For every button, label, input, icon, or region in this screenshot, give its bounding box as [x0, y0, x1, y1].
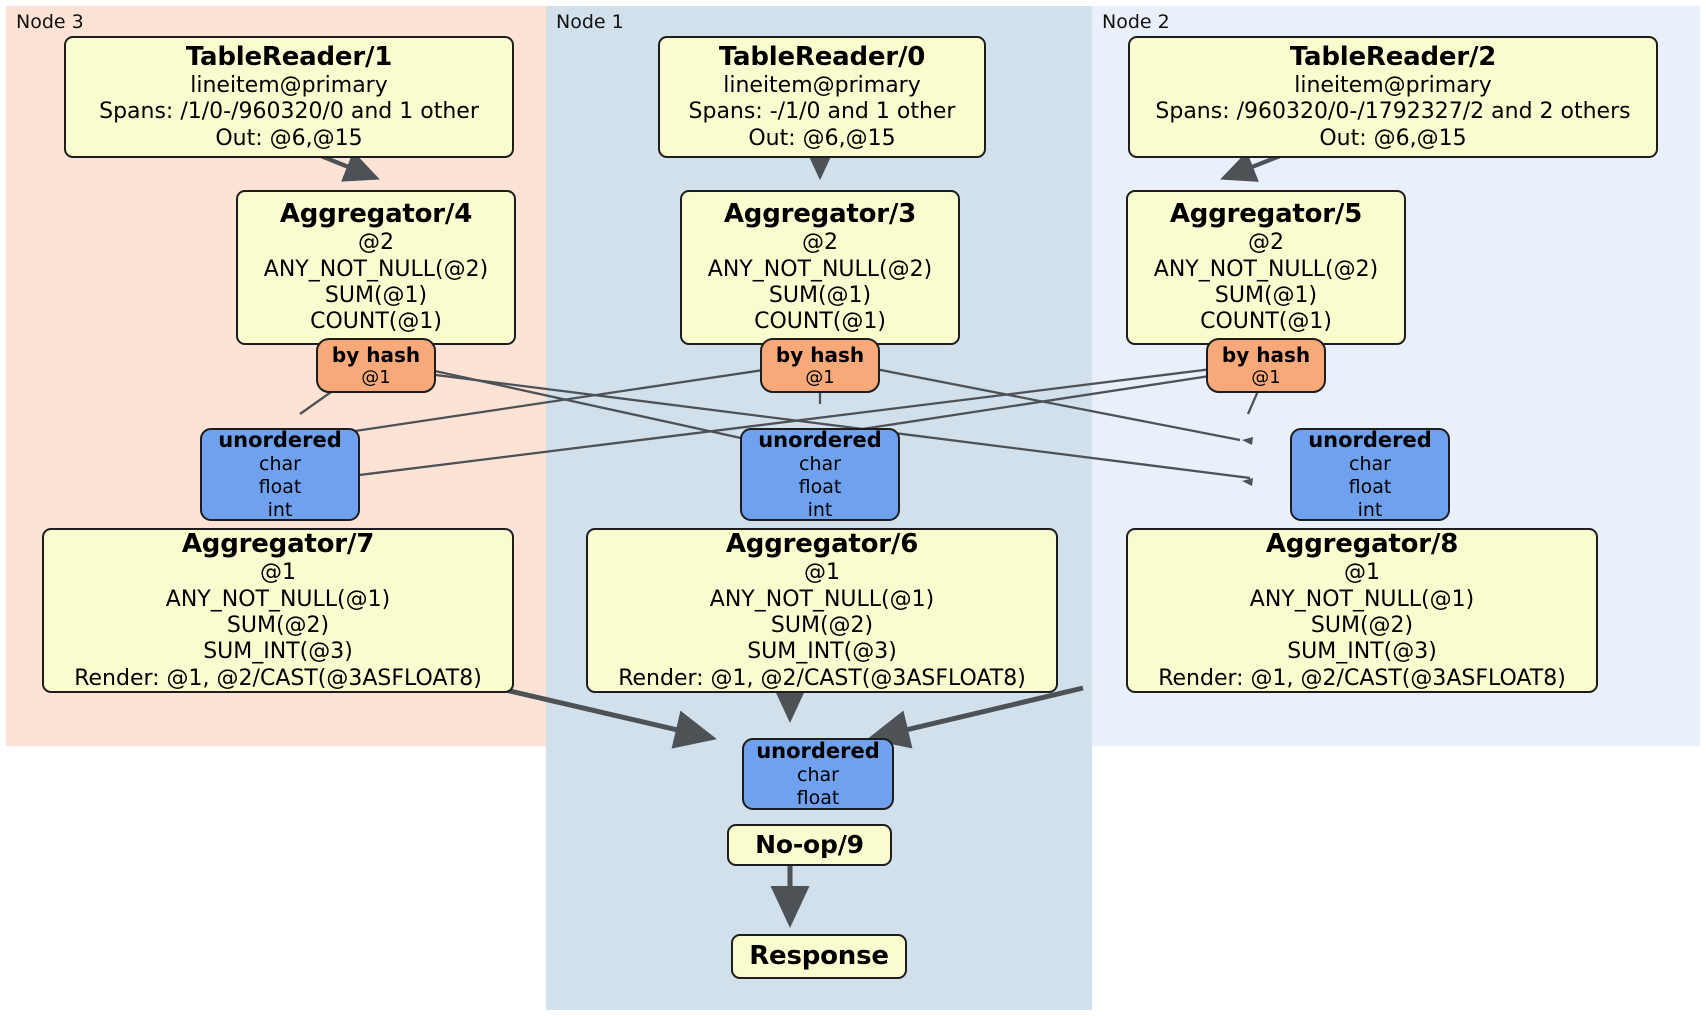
- node-detail: ANY_NOT_NULL(@1): [709, 586, 935, 612]
- synchronizer-detail: int: [807, 498, 833, 521]
- node-title: Aggregator/7: [181, 528, 375, 559]
- node-detail: SUM(@2): [1310, 612, 1414, 638]
- node-detail: Spans: -/1/0 and 1 other: [688, 99, 956, 125]
- node-detail: Out: @6,@15: [1319, 125, 1467, 151]
- router-title: by hash: [1221, 342, 1311, 367]
- node-detail: COUNT(@1): [1200, 309, 1332, 335]
- panel-node-2-label: Node 2: [1102, 11, 1170, 33]
- node-detail: @1: [1344, 560, 1380, 586]
- node-aggregator-6[interactable]: Aggregator/6 @1 ANY_NOT_NULL(@1) SUM(@2)…: [586, 528, 1058, 693]
- router-by-hash-middle[interactable]: by hash @1: [760, 338, 880, 393]
- synchronizer-detail: char: [797, 763, 839, 786]
- node-detail: SUM(@1): [324, 283, 428, 309]
- node-detail: @2: [358, 230, 394, 256]
- node-response[interactable]: Response: [731, 934, 907, 979]
- node-title: TableReader/0: [718, 41, 926, 72]
- node-aggregator-5[interactable]: Aggregator/5 @2 ANY_NOT_NULL(@2) SUM(@1)…: [1126, 190, 1406, 345]
- node-detail: lineitem@primary: [723, 73, 921, 99]
- node-detail: Out: @6,@15: [215, 125, 363, 151]
- node-detail: SUM(@1): [1214, 283, 1318, 309]
- node-table-reader-0[interactable]: TableReader/0 lineitem@primary Spans: -/…: [658, 36, 986, 158]
- node-detail: @1: [260, 560, 296, 586]
- router-by-hash-right[interactable]: by hash @1: [1206, 338, 1326, 393]
- synchronizer-detail: char: [799, 452, 841, 475]
- node-detail: lineitem@primary: [190, 73, 388, 99]
- node-detail: SUM(@2): [226, 612, 330, 638]
- node-detail: @2: [1248, 230, 1284, 256]
- node-no-op-9[interactable]: No-op/9: [727, 824, 892, 866]
- node-detail: ANY_NOT_NULL(@2): [1153, 256, 1379, 282]
- node-title: Aggregator/8: [1265, 528, 1459, 559]
- node-detail: Render: @1, @2/CAST(@3ASFLOAT8): [1158, 665, 1566, 691]
- node-aggregator-4[interactable]: Aggregator/4 @2 ANY_NOT_NULL(@2) SUM(@1)…: [236, 190, 516, 345]
- router-title: by hash: [775, 342, 865, 367]
- synchronizer-detail: char: [1349, 452, 1391, 475]
- node-title: Aggregator/4: [279, 199, 473, 230]
- synchronizer-detail: float: [796, 786, 840, 809]
- node-detail: Render: @1, @2/CAST(@3ASFLOAT8): [74, 665, 482, 691]
- synchronizer-detail: float: [1348, 475, 1392, 498]
- node-title: Aggregator/6: [725, 528, 919, 559]
- node-detail: Render: @1, @2/CAST(@3ASFLOAT8): [618, 665, 1026, 691]
- synchronizer-detail: int: [267, 498, 293, 521]
- synchronizer-title: unordered: [1308, 427, 1432, 452]
- synchronizer-detail: int: [1357, 498, 1383, 521]
- synchronizer-title: unordered: [218, 427, 342, 452]
- synchronizer-detail: float: [798, 475, 842, 498]
- node-aggregator-3[interactable]: Aggregator/3 @2 ANY_NOT_NULL(@2) SUM(@1)…: [680, 190, 960, 345]
- node-detail: lineitem@primary: [1294, 73, 1492, 99]
- panel-node-3-label: Node 3: [16, 11, 84, 33]
- node-detail: SUM_INT(@3): [747, 639, 897, 665]
- node-table-reader-2[interactable]: TableReader/2 lineitem@primary Spans: /9…: [1128, 36, 1658, 158]
- router-detail: @1: [361, 366, 391, 388]
- synchronizer-unordered-right[interactable]: unordered char float int: [1290, 428, 1450, 521]
- node-detail: COUNT(@1): [310, 309, 442, 335]
- router-by-hash-left[interactable]: by hash @1: [316, 338, 436, 393]
- node-title: TableReader/2: [1289, 41, 1497, 72]
- node-table-reader-1[interactable]: TableReader/1 lineitem@primary Spans: /1…: [64, 36, 514, 158]
- synchronizer-title: unordered: [758, 427, 882, 452]
- node-detail: SUM(@1): [768, 283, 872, 309]
- node-title: TableReader/1: [185, 41, 393, 72]
- node-detail: Out: @6,@15: [748, 125, 896, 151]
- node-detail: ANY_NOT_NULL(@2): [707, 256, 933, 282]
- node-detail: COUNT(@1): [754, 309, 886, 335]
- node-aggregator-8[interactable]: Aggregator/8 @1 ANY_NOT_NULL(@1) SUM(@2)…: [1126, 528, 1598, 693]
- panel-node-1-label: Node 1: [556, 11, 624, 33]
- node-detail: ANY_NOT_NULL(@2): [263, 256, 489, 282]
- router-detail: @1: [805, 366, 835, 388]
- node-detail: Spans: /960320/0-/1792327/2 and 2 others: [1155, 99, 1631, 125]
- synchronizer-detail: float: [258, 475, 302, 498]
- node-title: Aggregator/5: [1169, 199, 1363, 230]
- synchronizer-unordered-final[interactable]: unordered char float: [742, 738, 894, 810]
- node-detail: @1: [804, 560, 840, 586]
- router-detail: @1: [1251, 366, 1281, 388]
- node-title: Response: [749, 940, 889, 971]
- synchronizer-title: unordered: [756, 738, 880, 763]
- node-detail: ANY_NOT_NULL(@1): [1249, 586, 1475, 612]
- node-detail: @2: [802, 230, 838, 256]
- node-detail: SUM(@2): [770, 612, 874, 638]
- node-title: No-op/9: [755, 830, 864, 859]
- node-aggregator-7[interactable]: Aggregator/7 @1 ANY_NOT_NULL(@1) SUM(@2)…: [42, 528, 514, 693]
- synchronizer-unordered-left[interactable]: unordered char float int: [200, 428, 360, 521]
- router-title: by hash: [331, 342, 421, 367]
- node-detail: SUM_INT(@3): [203, 639, 353, 665]
- node-title: Aggregator/3: [723, 199, 917, 230]
- node-detail: ANY_NOT_NULL(@1): [165, 586, 391, 612]
- node-detail: SUM_INT(@3): [1287, 639, 1437, 665]
- node-detail: Spans: /1/0-/960320/0 and 1 other: [99, 99, 479, 125]
- synchronizer-detail: char: [259, 452, 301, 475]
- synchronizer-unordered-middle[interactable]: unordered char float int: [740, 428, 900, 521]
